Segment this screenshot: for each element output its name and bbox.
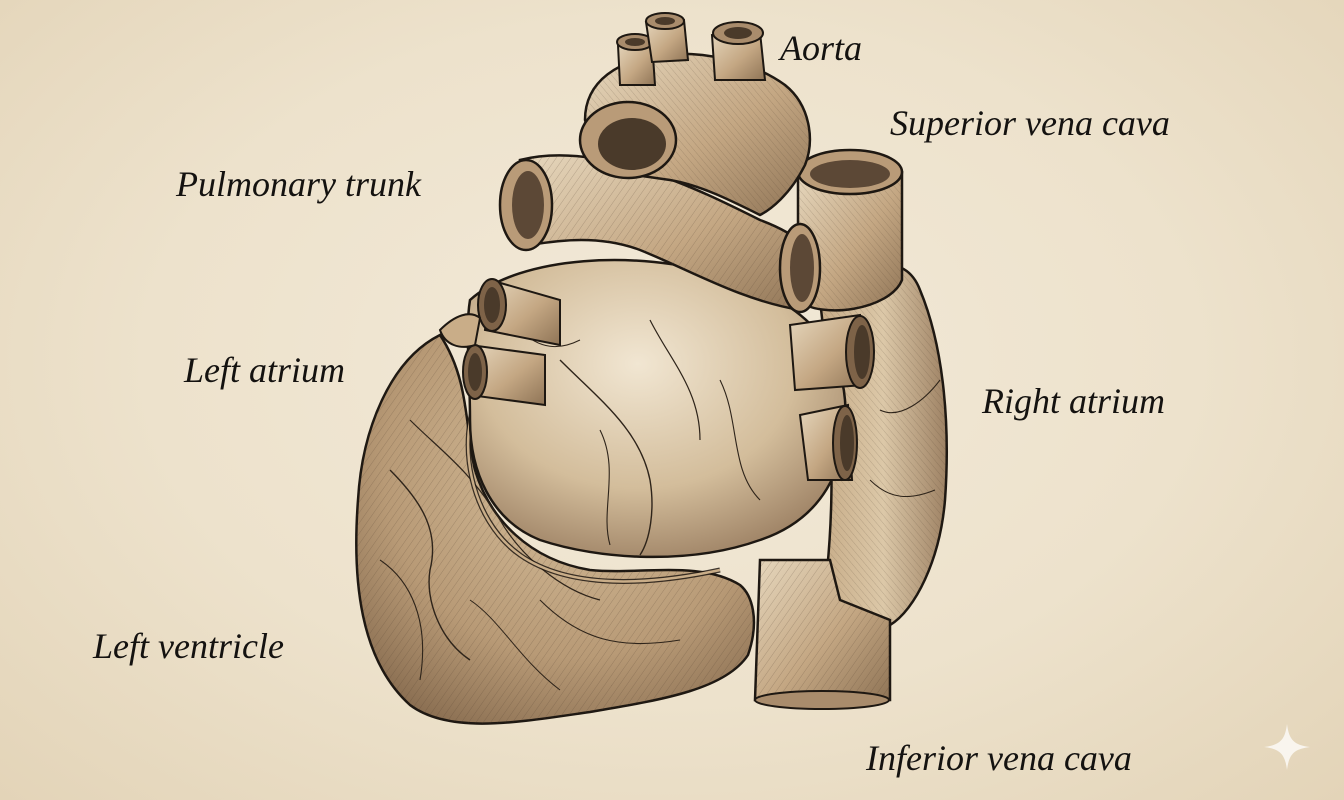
aorta-shape — [578, 12, 812, 217]
label-left-ventricle: Left ventricle — [93, 626, 284, 666]
label-inferior-vena-cava: Inferior vena cava — [866, 738, 1132, 778]
superior-vena-cava-shape — [796, 148, 904, 312]
label-pulmonary-trunk: Pulmonary trunk — [176, 164, 421, 204]
label-left-atrium: Left atrium — [184, 350, 346, 390]
sparkle-icon — [1264, 724, 1310, 770]
label-right-atrium: Right atrium — [982, 381, 1166, 421]
pulmonary-veins-right — [788, 313, 875, 481]
inferior-vena-cava-shape — [753, 558, 892, 710]
label-aorta: Aorta — [780, 28, 863, 68]
left-ventricle-shape — [355, 333, 756, 725]
label-superior-vena-cava: Superior vena cava — [890, 103, 1170, 143]
pulmonary-trunk-shape — [498, 154, 822, 314]
pulmonary-veins-left — [438, 278, 561, 407]
